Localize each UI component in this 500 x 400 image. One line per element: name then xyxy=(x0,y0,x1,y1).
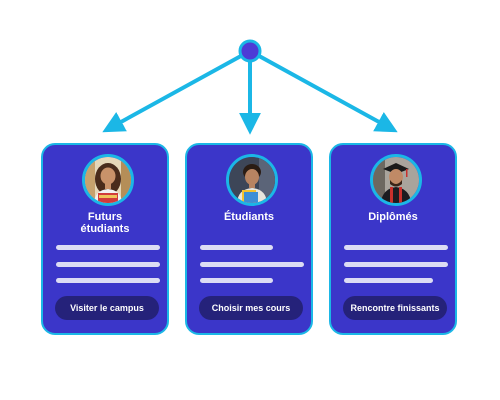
hub-node xyxy=(238,39,262,63)
text-line-placeholder xyxy=(200,278,273,283)
text-line-placeholder xyxy=(56,245,160,250)
text-line-placeholder xyxy=(344,262,448,267)
portrait-graduate-in-cap-and-gown-icon xyxy=(373,157,419,203)
card-title: Diplômés xyxy=(368,211,418,223)
choisir-mes-cours-button[interactable]: Choisir mes cours xyxy=(199,296,303,320)
text-line-placeholder xyxy=(56,262,160,267)
portrait-young-woman-with-books-icon xyxy=(85,157,131,203)
text-line-placeholder xyxy=(344,245,448,250)
avatar-etudiants xyxy=(226,154,278,206)
arrow-to-diplomes xyxy=(248,49,398,133)
card-title: Futurs étudiants xyxy=(80,211,130,235)
rencontre-finissants-button[interactable]: Rencontre finissants xyxy=(343,296,447,320)
text-line-placeholder xyxy=(344,278,433,283)
text-line-placeholder xyxy=(200,262,304,267)
text-line-placeholder xyxy=(200,245,273,250)
visiter-le-campus-button[interactable]: Visiter le campus xyxy=(55,296,159,320)
text-line-placeholder xyxy=(56,278,160,283)
card-futurs-etudiants: Futurs étudiants Visiter le campus xyxy=(41,143,169,335)
card-diplomes: Diplômés Rencontre finissants xyxy=(329,143,457,335)
avatar-diplomes xyxy=(370,154,422,206)
card-title: Étudiants xyxy=(223,211,275,223)
card-etudiants: Étudiants Choisir mes cours xyxy=(185,143,313,335)
arrow-to-futurs-etudiants xyxy=(102,49,252,133)
avatar-futurs-etudiants xyxy=(82,154,134,206)
portrait-student-with-notebooks-icon xyxy=(229,157,275,203)
